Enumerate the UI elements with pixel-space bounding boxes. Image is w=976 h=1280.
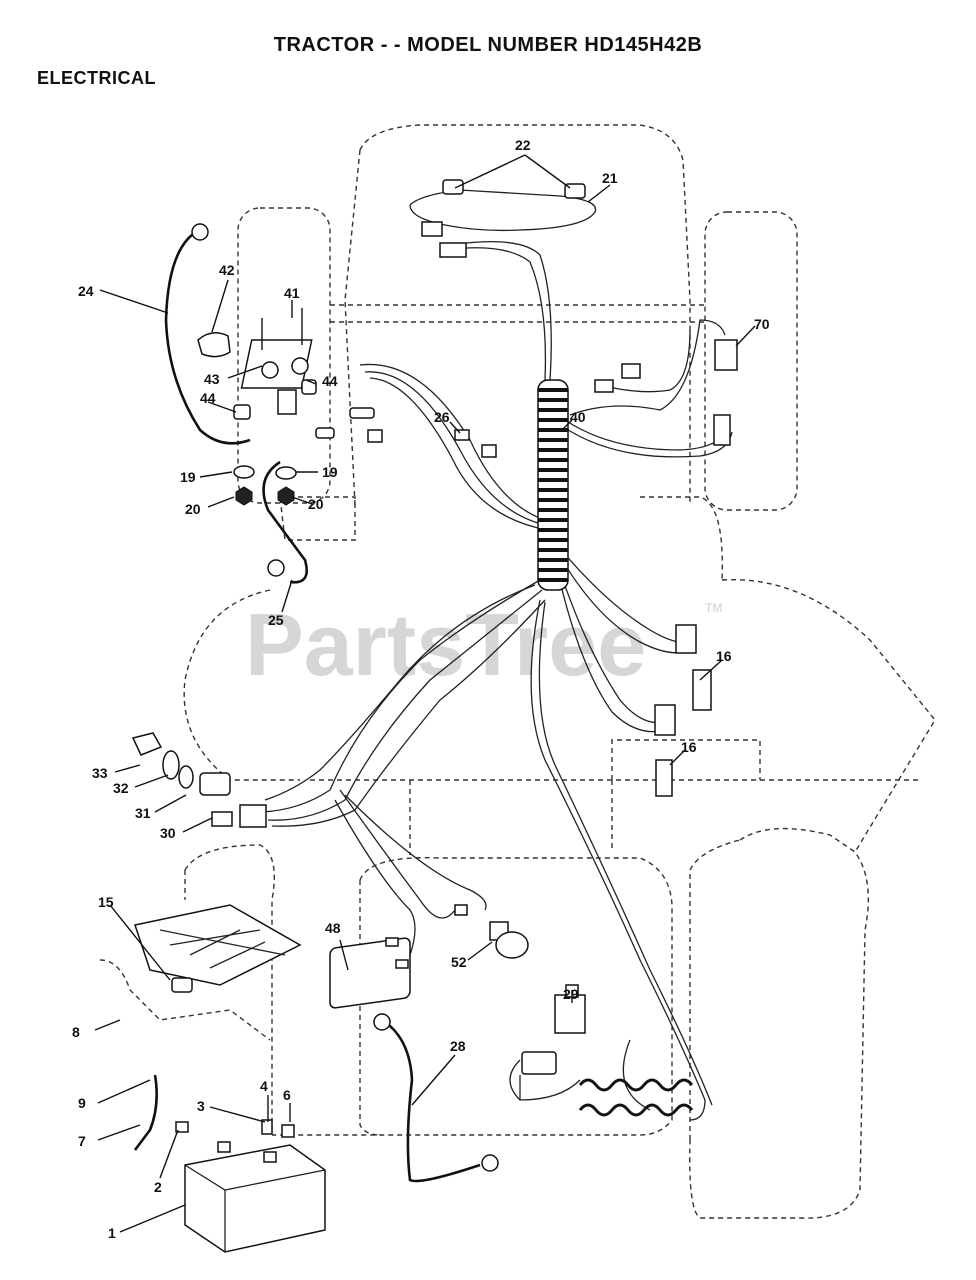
- battery-vent-tube: [133, 1074, 158, 1151]
- callout-41: 41: [284, 285, 300, 301]
- watermark-tm: TM: [705, 601, 722, 615]
- callout-3: 3: [197, 1098, 205, 1114]
- ground-cable-28: [384, 1020, 481, 1183]
- starter-cable-25: [262, 460, 308, 584]
- callout-43: 43: [204, 371, 220, 387]
- section-label: ELECTRICAL: [37, 68, 156, 88]
- callout-20-left: 20: [185, 501, 201, 517]
- callout-40: 40: [570, 409, 586, 425]
- callout-1: 1: [108, 1225, 116, 1241]
- callout-2: 2: [154, 1179, 162, 1195]
- battery: [133, 1074, 326, 1253]
- callout-32: 32: [113, 780, 129, 796]
- harness-coil: [537, 379, 694, 1117]
- tractor-outline: [183, 124, 936, 1219]
- battery-cable-24: [164, 230, 251, 445]
- callout-29: 29: [563, 986, 579, 1002]
- callout-24: 24: [78, 283, 94, 299]
- callout-44-left: 44: [200, 390, 216, 406]
- callout-labels: 22 21 24 42 41 43 44 44 19 19 20 20 25 2…: [72, 137, 770, 1241]
- callout-70: 70: [754, 316, 770, 332]
- callout-19-left: 19: [180, 469, 196, 485]
- switch-and-bulb: [329, 904, 529, 1009]
- callout-20-right: 20: [308, 496, 324, 512]
- callout-7: 7: [78, 1133, 86, 1149]
- solenoid-assembly: [197, 308, 383, 506]
- watermark-text: PartsTree: [245, 595, 646, 694]
- seat-bracket: [99, 904, 302, 1041]
- callout-30: 30: [160, 825, 176, 841]
- callout-44-right: 44: [322, 373, 338, 389]
- callout-15: 15: [98, 894, 114, 910]
- callout-4: 4: [260, 1078, 268, 1094]
- callout-26: 26: [434, 409, 450, 425]
- ignition-switch: [131, 732, 267, 828]
- callout-52: 52: [451, 954, 467, 970]
- callout-19-right: 19: [322, 464, 338, 480]
- leader-lines: [94, 154, 756, 1233]
- pto-switch: [519, 984, 586, 1100]
- callout-16-lower: 16: [681, 739, 697, 755]
- callout-6: 6: [283, 1087, 291, 1103]
- diagram-title: TRACTOR - - MODEL NUMBER HD145H42B: [273, 34, 703, 56]
- callout-25: 25: [268, 612, 284, 628]
- callout-22: 22: [515, 137, 531, 153]
- callout-48: 48: [325, 920, 341, 936]
- callout-8: 8: [72, 1024, 80, 1040]
- callout-21: 21: [602, 170, 618, 186]
- callout-33: 33: [92, 765, 108, 781]
- callout-31: 31: [135, 805, 151, 821]
- connectors: [454, 339, 738, 797]
- callout-16-upper: 16: [716, 648, 732, 664]
- callout-28: 28: [450, 1038, 466, 1054]
- callout-9: 9: [78, 1095, 86, 1111]
- callout-42: 42: [219, 262, 235, 278]
- headlight-bulbs: [421, 179, 586, 258]
